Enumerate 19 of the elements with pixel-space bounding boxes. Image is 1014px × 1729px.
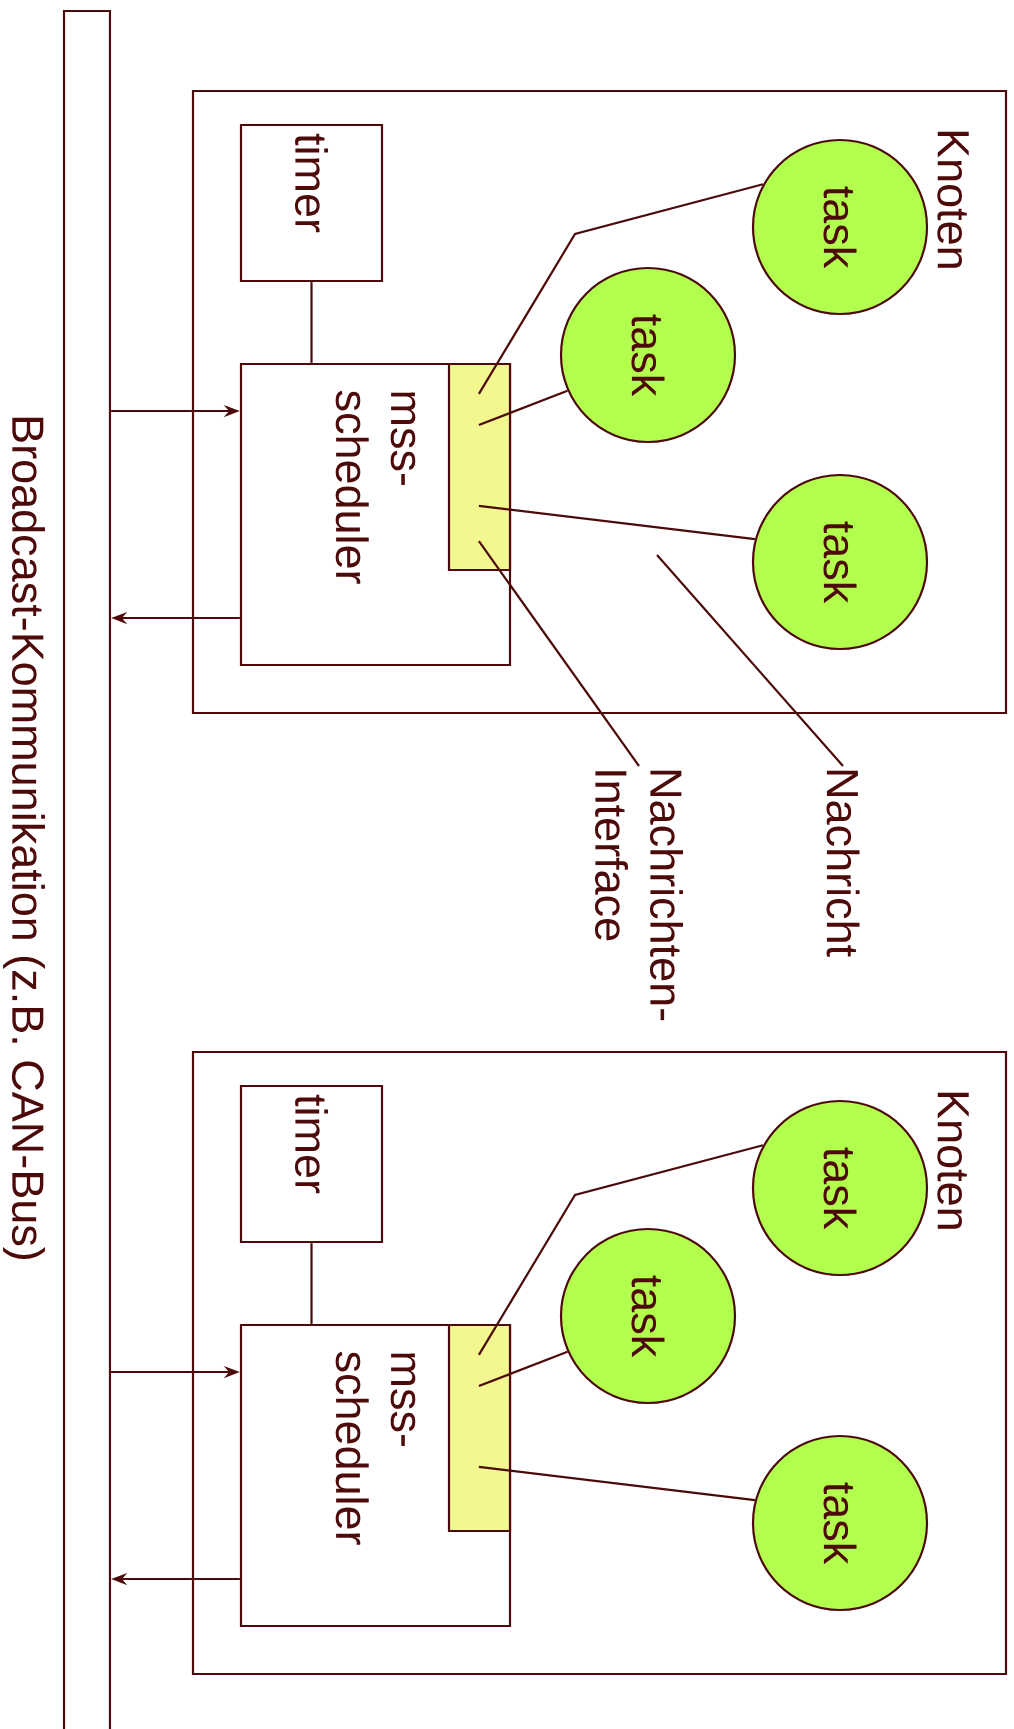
leader-line (478, 540, 640, 767)
text-label: Nachrichten- Interface (595, 770, 683, 1021)
text-label: Nachricht (826, 770, 860, 957)
connector-line (477, 1144, 764, 1356)
bus-label: Broadcast-Kommunikation (z.B. CAN-Bus) (3, 417, 45, 1259)
connector-line (478, 1465, 756, 1502)
process-box: timer (239, 1084, 384, 1244)
connector-line (478, 389, 568, 426)
connector-line (478, 504, 756, 541)
leader-line (656, 554, 844, 767)
connector-line (478, 1350, 568, 1387)
connector-line (310, 282, 313, 363)
connector-line (477, 183, 764, 395)
frame-heading: Knoten (937, 1092, 969, 1229)
connector-line (310, 1243, 313, 1324)
interface-box (447, 362, 512, 572)
interface-box (447, 1323, 512, 1533)
process-box: timer (239, 123, 384, 283)
frame-heading: Knoten (937, 131, 969, 268)
